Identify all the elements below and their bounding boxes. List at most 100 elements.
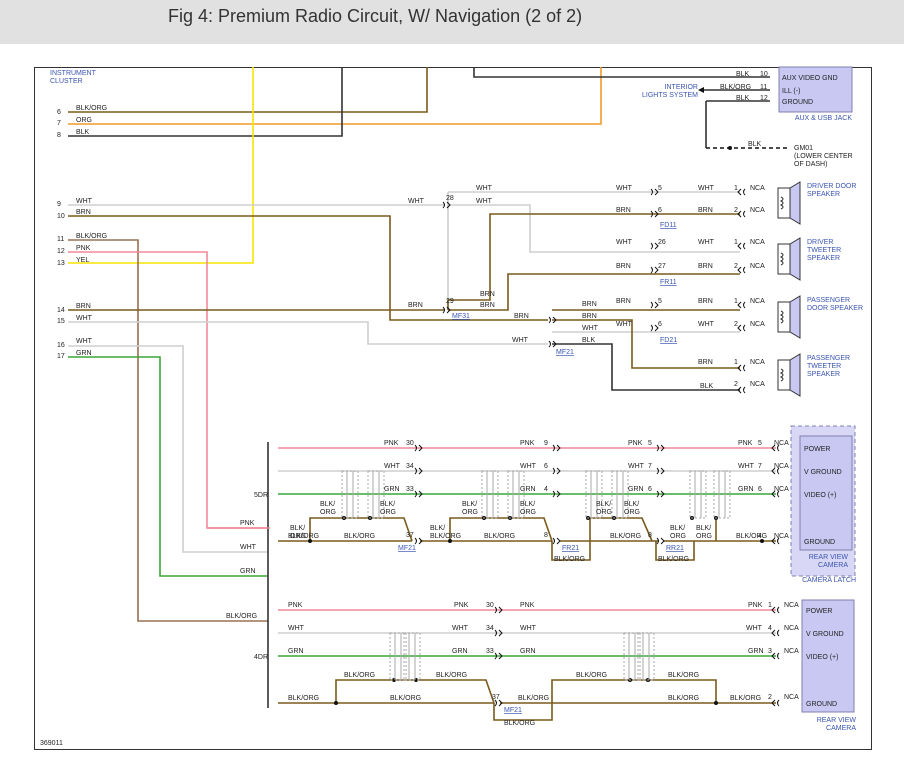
- connector-fd11-label: FD11: [660, 222, 677, 229]
- connector-mf21-a: [552, 316, 557, 324]
- pin: 6: [648, 486, 652, 493]
- connector-5dr: [414, 444, 417, 452]
- wire-label: BLK/ORG: [288, 695, 319, 702]
- connector-5dr: [414, 467, 417, 475]
- instrument-cluster-label: INSTRUMENT: [50, 70, 97, 77]
- wire-label: PNK: [748, 602, 763, 609]
- shield-3: [481, 470, 499, 519]
- wire-label: WHT: [76, 315, 93, 322]
- connector-mf21-b: [552, 340, 557, 348]
- nca-label: NCA: [774, 486, 789, 493]
- wire-label: BRN: [76, 303, 91, 310]
- gm01-label: GM01: [794, 145, 813, 152]
- wire-label: ORG: [462, 509, 478, 516]
- connector-speaker: [650, 210, 653, 218]
- connector-cam: [771, 652, 776, 660]
- pin: 8: [648, 532, 652, 539]
- wire-label: WHT: [628, 463, 645, 470]
- connector-5dr: [552, 490, 555, 498]
- wire-label: ORG: [380, 509, 396, 516]
- wire-label: BLK/ORG: [576, 672, 607, 679]
- pin: 2: [734, 207, 738, 214]
- pin: 1: [734, 359, 738, 366]
- wire-label: BLK/ORG: [730, 695, 761, 702]
- gm01-note: (LOWER CENTER: [794, 153, 853, 160]
- connector-speaker: [743, 301, 746, 309]
- connector-cam: [771, 490, 776, 498]
- passenger-tweeter-label: TWEETER: [807, 363, 841, 370]
- connector-5dr: [552, 467, 555, 475]
- pin: 30: [486, 602, 494, 609]
- wire-label: BLK: [748, 141, 762, 148]
- wire-label: WHT: [476, 185, 493, 192]
- passenger-door-speaker: [779, 310, 784, 324]
- connector-5dr: [552, 537, 555, 545]
- wire-label: GRN: [748, 648, 764, 655]
- connector-speaker: [743, 386, 746, 394]
- passenger-tweeter-speaker: [789, 353, 801, 397]
- pin: 6: [658, 321, 662, 328]
- five-dr-label: 5DR: [254, 492, 268, 499]
- pin: 9: [544, 440, 548, 447]
- shield-4: [507, 470, 525, 519]
- driver-tweeter-speaker: [789, 237, 801, 281]
- pin-11: 11: [760, 84, 767, 91]
- connector-rr21-label: RR21: [666, 545, 684, 552]
- pin-29: 29: [446, 298, 454, 305]
- wire-label: BLK/: [670, 525, 685, 532]
- wire-brn-pt: [552, 319, 740, 369]
- wire-brn-dt: [448, 273, 740, 311]
- connector-29: [442, 306, 445, 314]
- nca-label: NCA: [774, 440, 789, 447]
- ill-label: ILL (-): [782, 88, 800, 95]
- connector-4dr: [498, 606, 503, 614]
- wire-label: BLK/ORG: [658, 556, 689, 563]
- nca-label: NCA: [750, 239, 765, 246]
- wire-label: ORG: [670, 533, 686, 540]
- wire-label: WHT: [698, 321, 715, 328]
- wire-label: BRN: [698, 207, 713, 214]
- wire-label: BLK/: [430, 525, 445, 532]
- wire-shield-drain-4dr-3: [493, 703, 500, 721]
- connector-5dr: [414, 537, 417, 545]
- pin-10: 10: [57, 213, 65, 220]
- rear-camera-4dr-box: [801, 599, 855, 713]
- pin: 6: [758, 486, 762, 493]
- wire-label: BLK/: [624, 501, 639, 508]
- splice: [760, 539, 764, 543]
- wire-label: BLK/ORG: [344, 672, 375, 679]
- wire-label: BLK/ORG: [436, 672, 467, 679]
- connector-cam: [777, 490, 780, 498]
- shield-4dr-2: [403, 632, 421, 681]
- wire-label: BRN: [616, 263, 631, 270]
- connector-cam: [771, 629, 776, 637]
- driver-tweeter-label: TWEETER: [807, 247, 841, 254]
- driver-door-label: DRIVER DOOR: [807, 183, 856, 190]
- wire-label: BLK: [76, 129, 90, 136]
- wire-label: ORG: [290, 533, 306, 540]
- connector-5dr: [656, 444, 659, 452]
- splice-gm01: [728, 146, 732, 150]
- wire-label: WHT: [582, 325, 599, 332]
- nca-label: NCA: [784, 625, 799, 632]
- wire-label: BLK/: [696, 525, 711, 532]
- wire-label: BLK/ORG: [668, 695, 699, 702]
- connector-mf21-label: MF21: [556, 349, 574, 356]
- connector-cam: [777, 444, 780, 452]
- connector-5dr: [656, 467, 659, 475]
- wire-label: ORG: [696, 533, 712, 540]
- pin: 5: [658, 185, 662, 192]
- connector-5dr: [414, 490, 417, 498]
- pin: 7: [758, 463, 762, 470]
- wire-label: BRN: [76, 209, 91, 216]
- pin: 34: [486, 625, 494, 632]
- wire-blk-cluster: [68, 67, 343, 137]
- nca-label: NCA: [774, 463, 789, 470]
- connector-5dr: [418, 537, 423, 545]
- connector-cam: [777, 652, 780, 660]
- wire-grn-17: [68, 356, 268, 577]
- wire-label: BLK/: [596, 501, 611, 508]
- connector-cam: [777, 606, 780, 614]
- connector-5dr: [418, 467, 423, 475]
